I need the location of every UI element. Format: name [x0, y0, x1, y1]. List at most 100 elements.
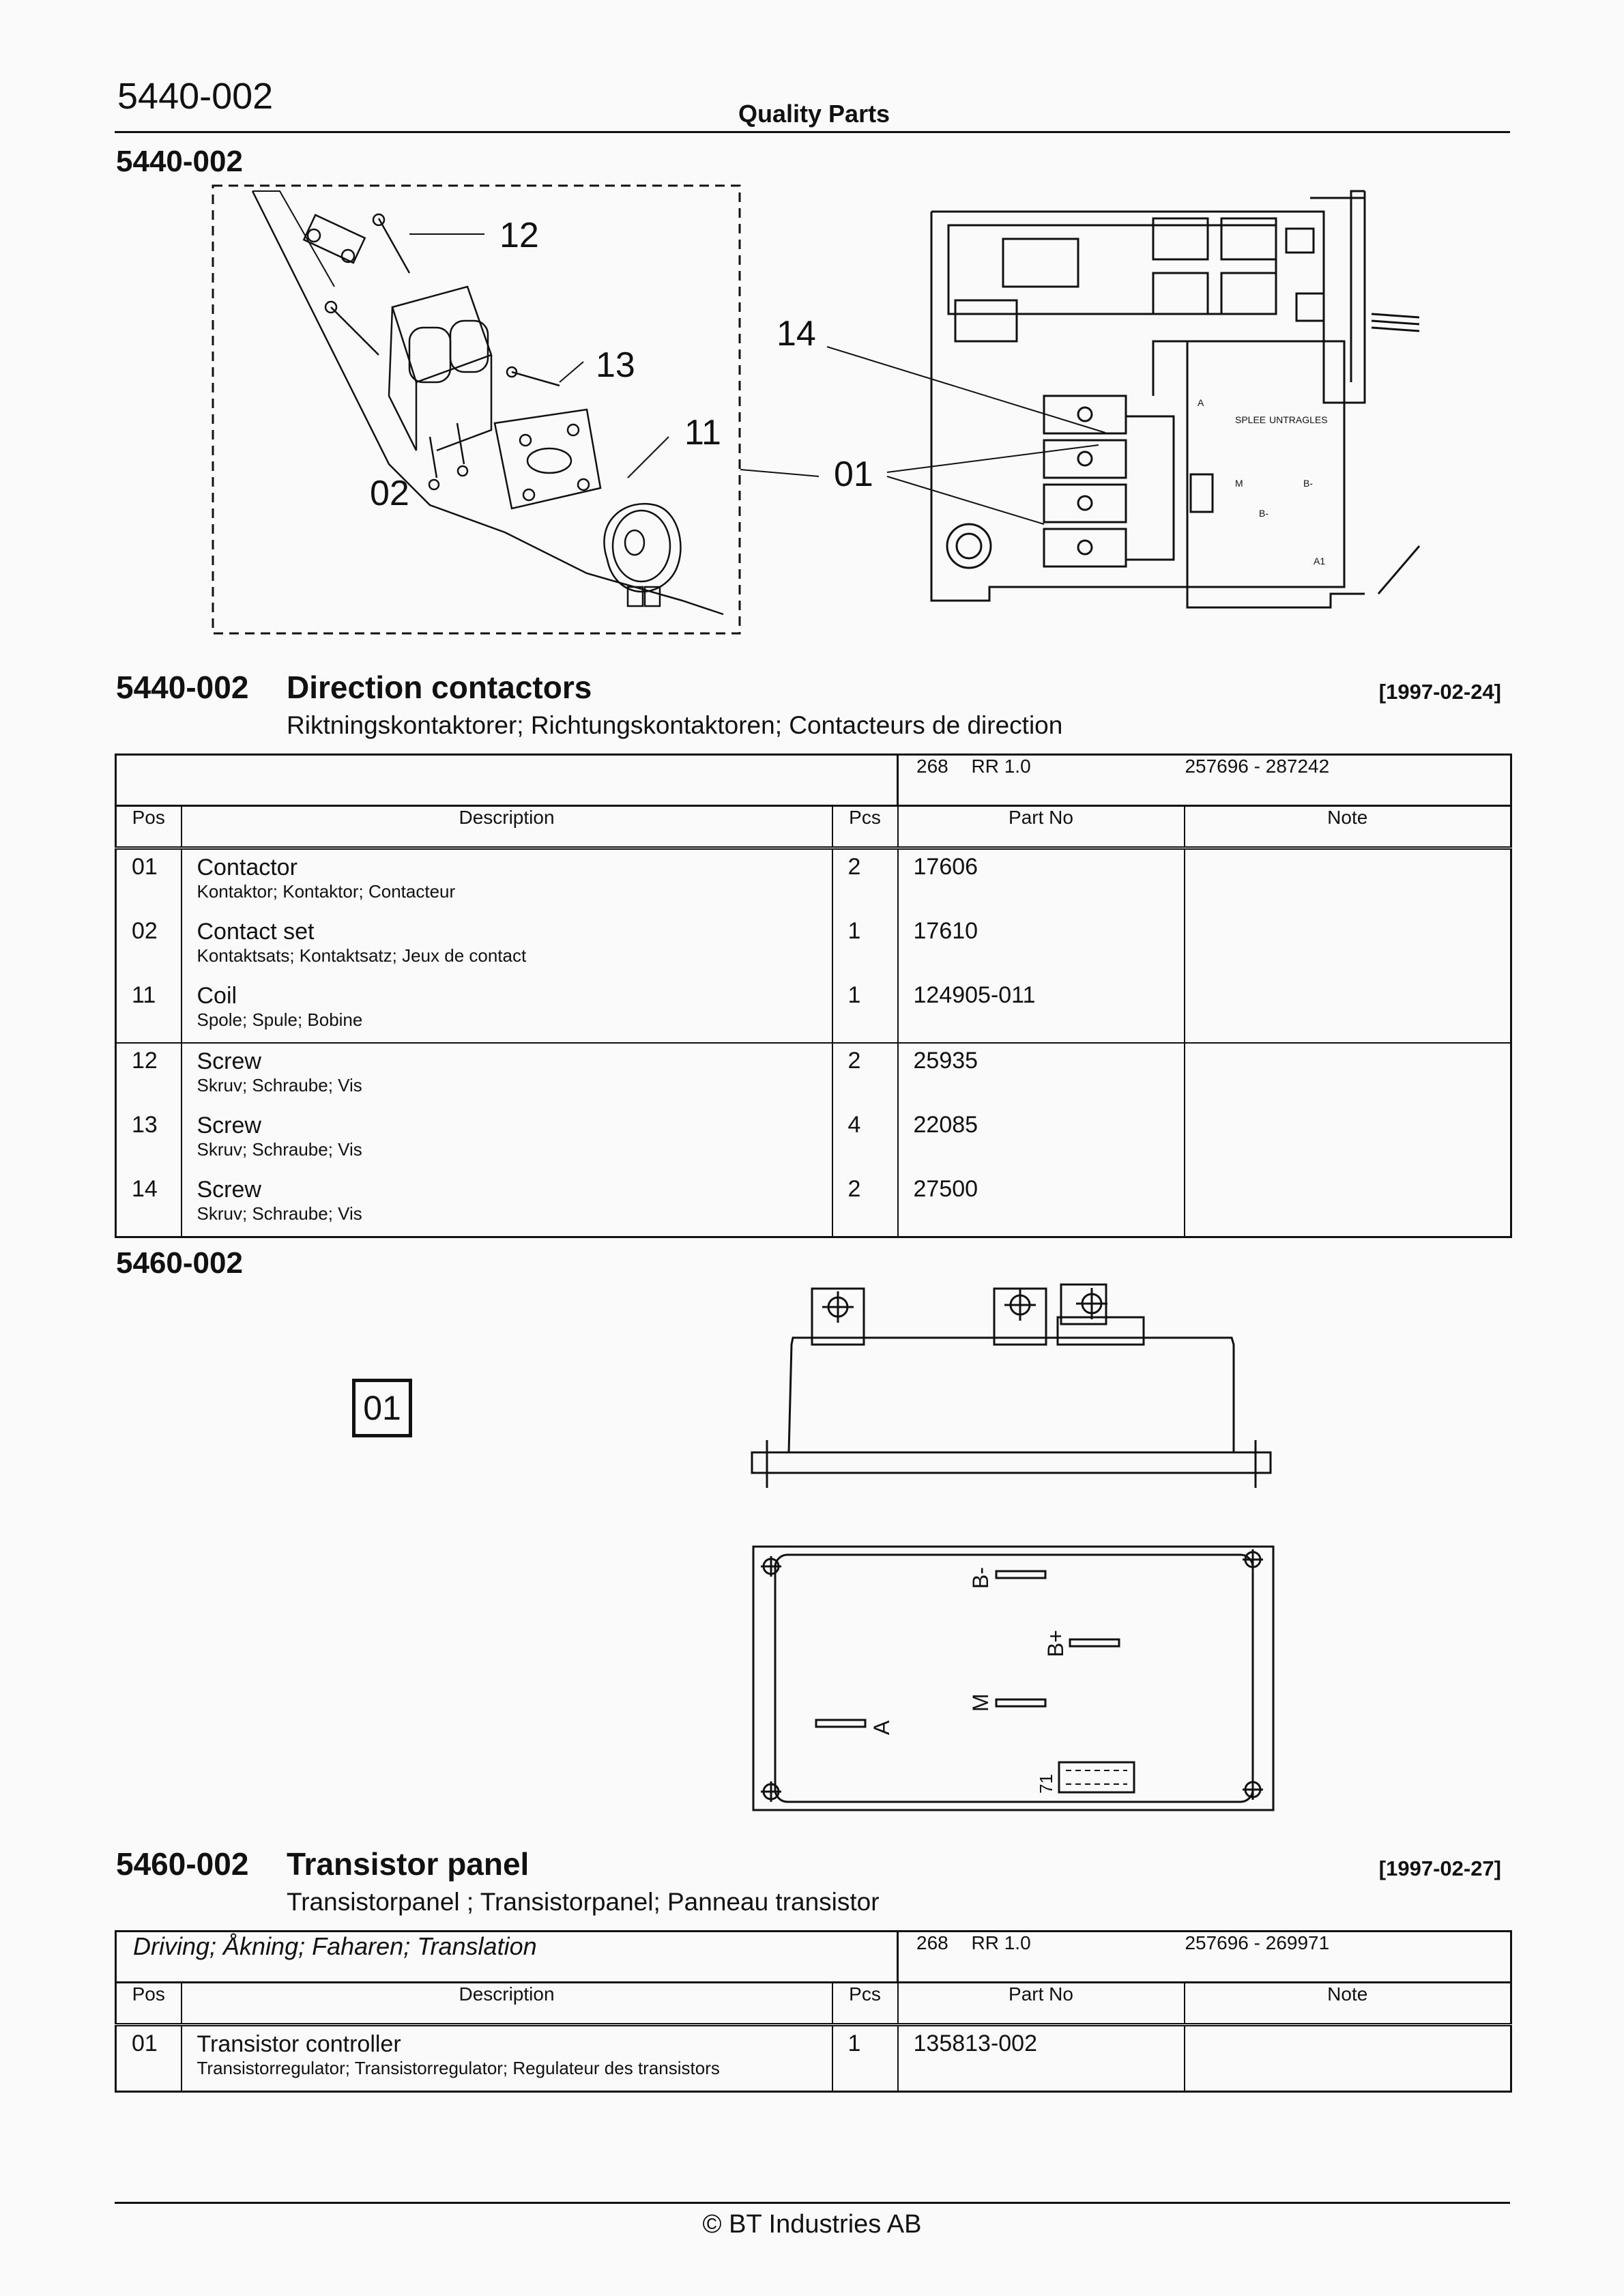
section-code-5440: 5440-002 — [116, 670, 249, 705]
parts-table-5440: 268 RR 1.0 257696 - 287242 Pos Descripti… — [115, 754, 1512, 1238]
callout-14: 14 — [777, 314, 816, 354]
row-description-main: Contactor — [197, 855, 298, 880]
brand-label: Quality Parts — [738, 100, 890, 128]
terminal-label-a: A — [869, 1720, 894, 1735]
svg-text:A: A — [1198, 397, 1204, 408]
section-date-5440: [1997-02-24] — [1378, 680, 1501, 704]
row-pos: 01 — [115, 2024, 182, 2092]
callout-13: 13 — [596, 345, 635, 385]
section-date-5460: [1997-02-27] — [1378, 1856, 1501, 1880]
row-description-main: Screw — [197, 1048, 261, 1074]
row-note — [1185, 2025, 1511, 2092]
col-description: Description — [181, 805, 833, 850]
row-pos: 13 — [115, 1108, 182, 1172]
row-pcs: 2 — [832, 1172, 899, 1237]
row-note — [1184, 978, 1511, 1044]
callout-01: 01 — [834, 455, 873, 494]
row-part-no: 17610 — [897, 914, 1185, 978]
row-pcs: 1 — [832, 914, 899, 978]
row-pcs: 4 — [832, 1108, 899, 1172]
row-description-main: Transistor controller — [197, 2031, 401, 2057]
col-part-no: Part No — [897, 1982, 1185, 2026]
figure-label-5460: 5460-002 — [116, 1246, 243, 1280]
table-header-left: Driving; Åkning; Faharen; Translation — [115, 1931, 899, 1983]
svg-text:B-: B- — [1303, 478, 1313, 489]
row-pcs: 2 — [832, 848, 899, 914]
row-pos: 11 — [115, 978, 182, 1044]
row-part-no: 17606 — [897, 848, 1185, 914]
row-description-main: Screw — [197, 1177, 261, 1203]
row-note — [1185, 914, 1511, 978]
row-part-no: 22085 — [897, 1108, 1185, 1172]
terminal-label-b-minus: B- — [968, 1567, 993, 1589]
serial-range: 257696 - 269971 — [1185, 1932, 1330, 1953]
col-pos: Pos — [115, 1982, 182, 2026]
callout-box-01: 01 — [352, 1379, 412, 1437]
callout-12: 12 — [499, 216, 539, 255]
section-title-transistor-panel: Transistor panel — [287, 1846, 530, 1882]
column-header-row: Pos Description Pcs Part No Note — [115, 805, 1511, 850]
section-title-direction-contactors: Direction contactors — [287, 670, 592, 705]
parts-table-5460: Driving; Åkning; Faharen; Translation 26… — [115, 1930, 1512, 2093]
footer-rule — [115, 2202, 1510, 2204]
terminal-label-b-plus: B+ — [1043, 1630, 1068, 1657]
col-note: Note — [1184, 1982, 1511, 2026]
serial-range: 257696 - 287242 — [1185, 756, 1330, 777]
row-note — [1185, 1172, 1511, 1237]
row-part-no: 25935 — [897, 1043, 1185, 1108]
terminal-label-71: 71 — [1036, 1774, 1056, 1794]
header-rule — [115, 131, 1510, 133]
model-version: RR 1.0 — [971, 756, 1031, 777]
row-description-translations: Kontaktsats; Kontaktsatz; Jeux de contac… — [197, 945, 527, 966]
svg-text:A1: A1 — [1314, 556, 1325, 566]
table-header-row: 268 RR 1.0 257696 - 287242 — [115, 754, 1511, 807]
row-description-translations: Spole; Spule; Bobine — [197, 1009, 363, 1030]
contactor-exploded-diagram: 12 13 11 02 14 01 A SPLEE — [212, 184, 1421, 635]
svg-text:M: M — [1235, 478, 1243, 489]
row-part-no: 124905-011 — [897, 978, 1185, 1044]
footer-copyright: © BT Industries AB — [702, 2210, 922, 2239]
terminal-label-m: M — [968, 1693, 993, 1712]
table-model-info: 268 RR 1.0 257696 - 287242 — [897, 754, 1511, 807]
row-description-translations: Skruv; Schraube; Vis — [197, 1203, 362, 1224]
row-part-no: 27500 — [897, 1172, 1185, 1237]
model-version: RR 1.0 — [971, 1932, 1031, 1953]
callout-11: 11 — [684, 413, 721, 453]
row-note — [1185, 848, 1511, 915]
section-subtitle-5460: Transistorpanel ; Transistorpanel; Panne… — [287, 1888, 880, 1916]
row-description-translations: Skruv; Schraube; Vis — [197, 1139, 362, 1160]
callout-02: 02 — [370, 474, 409, 513]
col-pcs: Pcs — [832, 1982, 899, 2026]
row-description-main: Contact set — [197, 919, 315, 945]
row-description-translations: Transistorregulator; Transistorregulator… — [197, 2058, 720, 2078]
model-number: 268 — [916, 756, 948, 777]
section-subtitle-5440: Riktningskontaktorer; Richtungskontaktor… — [287, 711, 1063, 739]
row-description-translations: Skruv; Schraube; Vis — [197, 1075, 362, 1095]
svg-text:UNTRAGLES: UNTRAGLES — [1269, 414, 1328, 425]
transistor-panel-diagram: B- B+ M A 71 — [751, 1283, 1275, 1811]
table-header-left — [115, 754, 899, 807]
row-pos: 01 — [115, 848, 182, 914]
row-pos: 14 — [115, 1172, 182, 1237]
row-pcs: 2 — [832, 1043, 899, 1108]
model-number: 268 — [916, 1932, 948, 1953]
row-part-no: 135813-002 — [897, 2024, 1185, 2092]
svg-text:B-: B- — [1259, 508, 1268, 519]
col-part-no: Part No — [897, 805, 1185, 850]
row-pcs: 1 — [832, 2024, 899, 2092]
col-description: Description — [181, 1982, 833, 2026]
row-pos: 02 — [115, 914, 182, 978]
page-number: 5440-002 — [117, 76, 274, 117]
table-header-row: Driving; Åkning; Faharen; Translation 26… — [115, 1931, 1511, 1983]
column-header-row: Pos Description Pcs Part No Note — [115, 1982, 1511, 2026]
